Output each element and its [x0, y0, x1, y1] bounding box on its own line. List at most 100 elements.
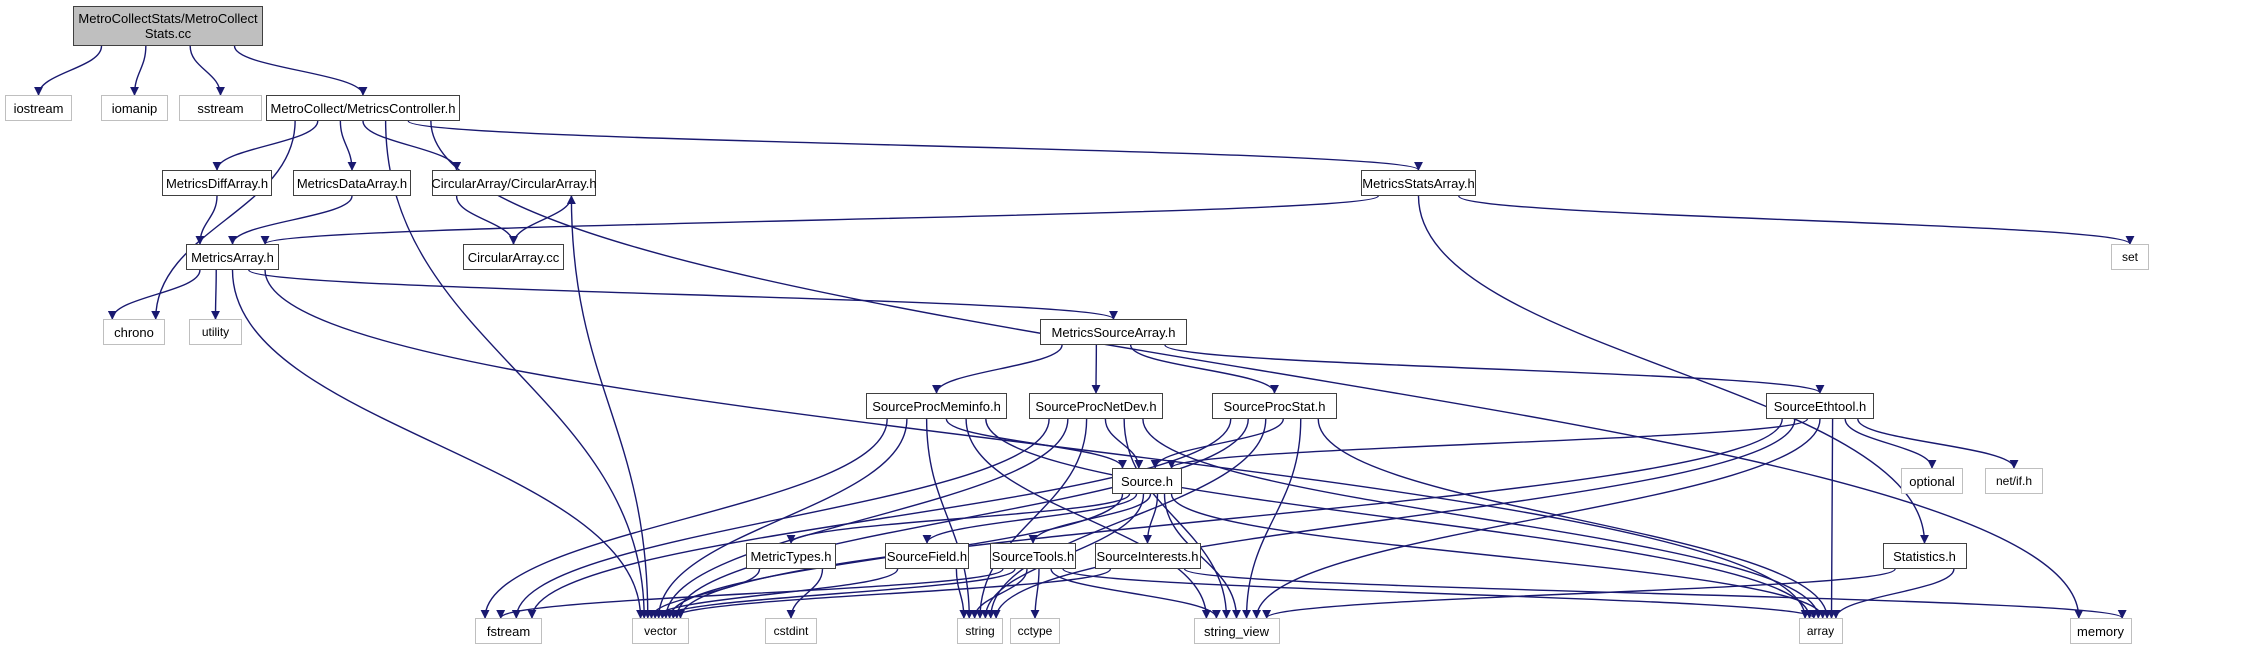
node-sourceinterests-h[interactable]: SourceInterests.h	[1094, 543, 1201, 569]
node-metricsstatsarray-h[interactable]: MetricsStatsArray.h	[1361, 170, 1476, 196]
edge-sourcetools-to-string	[970, 568, 1028, 619]
edge-root-to-sstream	[189, 45, 225, 96]
edge-source-to-metrictypes	[786, 493, 1131, 544]
edge-metricsstatsarray-to-set	[1458, 195, 2135, 245]
node-array: array	[1798, 618, 1843, 644]
node-set: set	[2111, 244, 2149, 270]
edge-sourcetools-to-cctype	[1030, 568, 1040, 619]
node-vector: vector	[632, 618, 689, 644]
node-metrictypes-h[interactable]: MetricTypes.h	[746, 543, 836, 569]
edge-metricscontroller-to-circulararray_h	[362, 120, 462, 171]
node-sourceprocmeminfo-h[interactable]: SourceProcMeminfo.h	[866, 393, 1007, 419]
edge-sourceprocnetdev-to-string_view	[1123, 418, 1231, 619]
edge-metricsarray-to-vector	[231, 269, 646, 619]
node-metricsdataarray-h[interactable]: MetricsDataArray.h	[293, 170, 411, 196]
edge-sourceethtool-to-source	[1167, 418, 1809, 469]
edge-sourceprocnetdev-to-vector	[661, 418, 1069, 619]
edge-source-to-sourcetools	[1028, 493, 1152, 544]
edge-circulararray_h-to-vector	[570, 195, 653, 619]
edge-metricssourcearray-to-sourceprocstat	[1129, 344, 1279, 394]
edge-source-to-sourcefield	[922, 493, 1138, 544]
edge-metricsstatsarray-to-metricsarray	[260, 195, 1379, 245]
edge-sourceinterests-to-vector	[668, 568, 1112, 619]
node-sourceprocstat-h[interactable]: SourceProcStat.h	[1212, 393, 1337, 419]
edge-sourceprocnetdev-to-fstream	[511, 418, 1050, 619]
node-iomanip: iomanip	[101, 95, 168, 121]
edge-statistics-to-array	[1831, 568, 1955, 619]
edge-metricscontroller-to-metricsdiffarray	[212, 120, 319, 171]
edge-metricscontroller-to-metricsstatsarray	[407, 120, 1423, 171]
node-chrono: chrono	[103, 319, 165, 345]
edge-metricssourcearray-to-sourceprocmeminfo	[932, 344, 1063, 394]
node-optional: optional	[1901, 468, 1963, 494]
node-net-if-h: net/if.h	[1985, 468, 2043, 494]
node-cstdint: cstdint	[765, 618, 817, 644]
edge-metricsdataarray-to-metricsarray	[228, 195, 353, 245]
node-sourcefield-h[interactable]: SourceField.h	[885, 543, 969, 569]
edge-root-to-iostream	[34, 45, 103, 96]
edge-metricsdiffarray-to-metricsarray	[195, 195, 218, 245]
edge-metricsarray-to-metricssourcearray	[248, 269, 1118, 320]
edge-sourceprocstat-to-string	[986, 418, 1267, 619]
edge-metricsarray-to-utility	[211, 269, 221, 320]
node-sourceprocnetdev-h[interactable]: SourceProcNetDev.h	[1029, 393, 1163, 419]
node-metricsarray-h[interactable]: MetricsArray.h	[186, 244, 279, 270]
edge-source-to-array	[1170, 493, 1828, 619]
edge-circulararray_h-to-circulararray_cc	[455, 195, 518, 245]
node-sourceethtool-h[interactable]: SourceEthtool.h	[1766, 393, 1874, 419]
node-sstream: sstream	[179, 95, 262, 121]
node-utility: utility	[189, 319, 242, 345]
node-metricscontroller-h[interactable]: MetroCollect/MetricsController.h	[266, 95, 460, 121]
node-fstream: fstream	[475, 618, 542, 644]
node-metrocollectstats-cc: MetroCollectStats/MetroCollect Stats.cc	[73, 6, 263, 46]
edge-sourceethtool-to-optional	[1844, 418, 1937, 469]
node-statistics-h[interactable]: Statistics.h	[1882, 543, 1967, 569]
edge-sourceethtool-to-string_view	[1252, 418, 1821, 619]
edge-circulararray_cc-to-circulararray_h	[512, 195, 576, 245]
edge-metrictypes-to-cstdint	[786, 568, 824, 619]
node-memory: memory	[2069, 618, 2132, 644]
node-circulararray-cc[interactable]: CircularArray.cc	[463, 244, 564, 270]
edge-sourceethtool-to-netif	[1857, 418, 2019, 469]
edge-metricsarray-to-chrono	[107, 269, 201, 320]
edge-sourcefield-to-string	[955, 568, 969, 619]
node-string-view: string_view	[1193, 618, 1280, 644]
edge-sourceprocnetdev-to-array	[1142, 418, 1823, 619]
edge-metricscontroller-to-memory	[430, 120, 2084, 619]
edge-sourceprocstat-to-source	[1150, 418, 1284, 469]
edge-sourceethtool-to-vector	[676, 418, 1783, 619]
edge-source-to-string_view	[1163, 493, 1241, 619]
edge-sourceinterests-to-memory	[1183, 568, 2127, 619]
edge-sourceprocnetdev-to-source	[1104, 418, 1144, 469]
edge-metricscontroller-to-chrono	[151, 120, 296, 320]
edge-root-to-metricscontroller	[233, 45, 368, 96]
edge-sourceprocmeminfo-to-string	[925, 418, 974, 619]
edge-sourcetools-to-string_view	[1050, 568, 1221, 619]
edge-sourceprocmeminfo-to-string_view	[965, 418, 1211, 619]
node-iostream: iostream	[5, 95, 72, 121]
edge-sourceprocstat-to-array	[1317, 418, 1832, 619]
edge-metricsstatsarray-to-statistics	[1417, 195, 1929, 544]
node-sourcetools-h[interactable]: SourceTools.h	[990, 543, 1076, 569]
node-metricsdiffarray-h[interactable]: MetricsDiffArray.h	[162, 170, 272, 196]
edge-root-to-iomanip	[130, 45, 147, 96]
edge-sourcetools-to-vector	[657, 568, 1016, 619]
edge-statistics-to-string_view	[1262, 568, 1896, 619]
edge-sourceprocstat-to-fstream	[527, 418, 1232, 619]
edge-sourceprocstat-to-string_view	[1242, 418, 1302, 619]
edge-sourceprocmeminfo-to-fstream	[480, 418, 888, 619]
node-cctype: cctype	[1010, 618, 1060, 644]
edge-metricssourcearray-to-sourceethtool	[1164, 344, 1825, 394]
node-source-h[interactable]: Source.h	[1112, 468, 1182, 494]
edge-source-to-sourceinterests	[1143, 493, 1159, 544]
node-string: string	[957, 618, 1003, 644]
edge-sourceethtool-to-array	[1827, 418, 1837, 619]
node-metricssourcearray-h[interactable]: MetricsSourceArray.h	[1040, 319, 1187, 345]
node-circulararray-h[interactable]: CircularArray/CircularArray.h	[431, 170, 597, 196]
edge-sourceethtool-to-string	[991, 418, 1796, 619]
edge-sourcetools-to-array	[1062, 568, 1819, 619]
edge-sourcetools-to-fstream	[496, 568, 1004, 619]
node-label-line: Stats.cc	[144, 26, 192, 41]
edge-metricscontroller-to-metricsdataarray	[339, 120, 357, 171]
